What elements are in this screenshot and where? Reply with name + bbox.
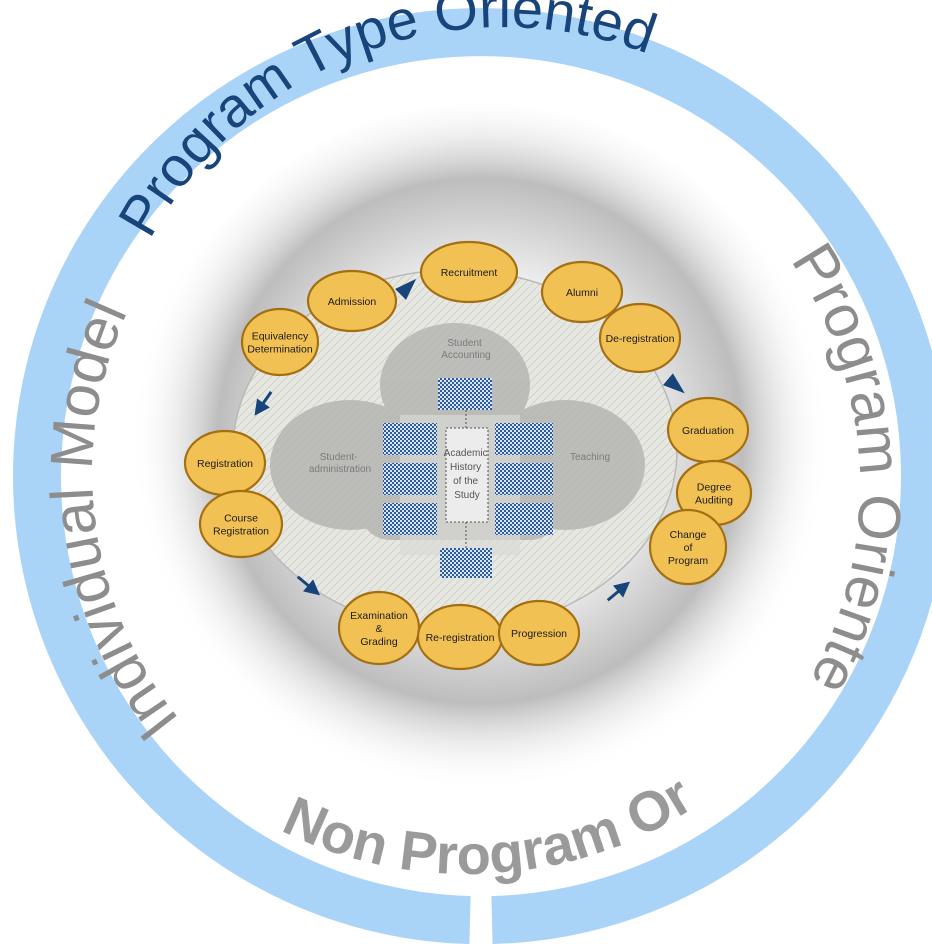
stage-progression: Progression xyxy=(497,599,581,667)
stage-oval xyxy=(240,307,320,377)
stage-label-line: Re-registration xyxy=(426,632,495,644)
arrow-icon xyxy=(296,575,321,596)
stage-label-line: Progression xyxy=(511,628,567,640)
core-line: History xyxy=(450,462,481,473)
stage-label-line: Registration xyxy=(213,526,269,538)
arrow-icon xyxy=(254,391,273,416)
stage-label-line: & xyxy=(375,623,382,635)
arrow-icon xyxy=(606,581,631,602)
stage-label: Graduation xyxy=(682,425,734,437)
tile xyxy=(495,503,553,535)
tile xyxy=(383,463,437,495)
stage-label-line: Registration xyxy=(197,458,253,470)
stage-label-line: Examination xyxy=(350,610,408,622)
arrow-icon xyxy=(663,373,685,394)
stage-label-line: Auditing xyxy=(695,495,733,507)
stage-label: Recruitment xyxy=(441,267,498,279)
stage-label: Examination&Grading xyxy=(350,610,408,648)
stage-label-line: Program xyxy=(668,555,709,567)
stage-label-line: Equivalency xyxy=(252,331,309,343)
tile xyxy=(440,548,492,578)
stage-oval xyxy=(419,240,519,304)
stage-label-line: Change xyxy=(670,529,707,541)
stage-label-line: Degree xyxy=(697,482,732,494)
stage-label-line: Admission xyxy=(328,296,377,308)
stage-oval xyxy=(497,599,581,667)
stage-examination-grading: Examination&Grading xyxy=(337,590,421,666)
stage-label: De-registration xyxy=(606,333,675,345)
stage-oval xyxy=(306,269,398,333)
arrow-icon xyxy=(395,278,417,300)
core-box xyxy=(445,427,489,523)
stage-oval xyxy=(198,489,284,559)
stage-label: Alumni xyxy=(566,287,598,299)
stage-label: Re-registration xyxy=(426,632,495,644)
stage-registration: Registration xyxy=(183,429,267,497)
stage-de-registration: De-registration xyxy=(598,302,682,374)
stage-oval xyxy=(598,302,682,374)
core-line: Academic xyxy=(444,448,488,459)
stage-graduation: Graduation xyxy=(666,396,750,464)
stage-alumni: Alumni xyxy=(540,260,624,324)
stage-label: Progression xyxy=(511,628,567,640)
tile xyxy=(383,423,437,455)
stage-label-line: Graduation xyxy=(682,425,734,437)
stage-label-line: Recruitment xyxy=(441,267,498,279)
region-student-accounting: Student Accounting xyxy=(441,338,490,361)
stage-re-registration: Re-registration xyxy=(416,603,504,671)
stage-oval xyxy=(540,260,624,324)
stage-label-line: Course xyxy=(224,513,258,525)
region-teaching: Teaching xyxy=(570,452,610,463)
tile xyxy=(383,503,437,535)
stage-label-line: Determination xyxy=(247,344,313,356)
stage-label: Registration xyxy=(197,458,253,470)
outer-ring xyxy=(13,8,932,944)
core-line: Study xyxy=(454,490,480,501)
stage-nodes: RecruitmentAlumniAdmissionDe-registratio… xyxy=(183,240,753,671)
stage-label-line: of xyxy=(684,542,693,554)
module-tiles xyxy=(383,378,553,578)
stage-label-line: Grading xyxy=(360,636,398,648)
stage-oval xyxy=(648,508,728,586)
core-line: of the xyxy=(453,476,478,487)
stage-admission: Admission xyxy=(306,269,398,333)
tile xyxy=(495,463,553,495)
core-label: Academic History of the Study xyxy=(444,448,491,501)
stage-recruitment: Recruitment xyxy=(419,240,519,304)
region-student-administration: Student- administration xyxy=(309,452,371,475)
stage-label-line: Alumni xyxy=(566,287,598,299)
tile xyxy=(438,378,492,410)
flow-arrows xyxy=(254,278,685,602)
stage-label-line: De-registration xyxy=(606,333,675,345)
stage-label: Admission xyxy=(328,296,377,308)
tile xyxy=(495,423,553,455)
